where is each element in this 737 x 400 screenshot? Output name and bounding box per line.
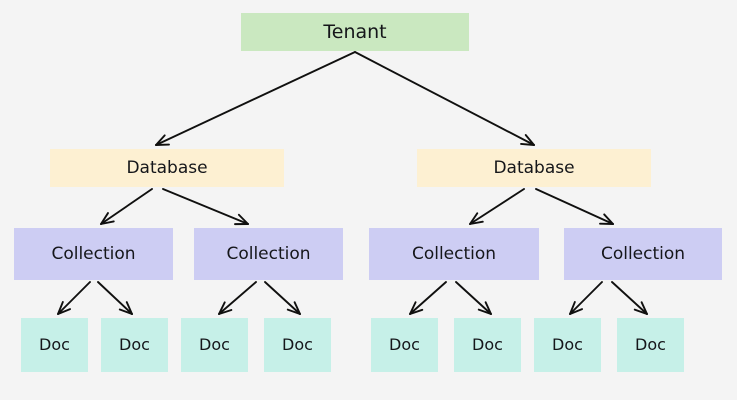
- node-collection-3-label: Collection: [600, 243, 686, 264]
- node-doc-6-label: Doc: [552, 335, 583, 354]
- node-doc-7[interactable]: Doc: [617, 318, 684, 372]
- node-collection-1[interactable]: Collection: [194, 228, 343, 280]
- node-database-0-label: Database: [126, 157, 208, 178]
- node-doc-0[interactable]: Doc: [21, 318, 88, 372]
- node-collection-3[interactable]: Collection: [564, 228, 722, 280]
- node-tenant-label: Tenant: [323, 20, 387, 43]
- edge-database-1-to-collection-2: [469, 188, 525, 225]
- node-doc-7-label: Doc: [635, 335, 666, 354]
- node-database-0[interactable]: Database: [50, 149, 284, 187]
- node-database-1[interactable]: Database: [417, 149, 651, 187]
- node-doc-3[interactable]: Doc: [264, 318, 331, 372]
- node-collection-1-label: Collection: [226, 243, 311, 264]
- edge-database-0-to-collection-1: [162, 188, 249, 226]
- node-doc-4-label: Doc: [389, 335, 420, 354]
- node-doc-4[interactable]: Doc: [371, 318, 438, 372]
- edge-collection-0-to-doc-0: [57, 281, 91, 315]
- node-collection-2-label: Collection: [411, 243, 497, 264]
- node-doc-3-label: Doc: [282, 335, 313, 354]
- node-doc-1[interactable]: Doc: [101, 318, 168, 372]
- node-doc-2-label: Doc: [199, 335, 230, 354]
- node-doc-5[interactable]: Doc: [454, 318, 521, 372]
- edge-collection-1-to-doc-3: [264, 281, 301, 315]
- node-database-1-label: Database: [493, 157, 575, 178]
- edge-collection-0-to-doc-1: [97, 281, 133, 315]
- node-doc-5-label: Doc: [472, 335, 503, 354]
- node-collection-0-label: Collection: [51, 243, 136, 264]
- node-tenant[interactable]: Tenant: [241, 13, 469, 51]
- edge-tenant-to-database-0: [155, 51, 356, 146]
- node-collection-0[interactable]: Collection: [14, 228, 173, 280]
- edge-tenant-to-database-1: [354, 51, 535, 146]
- node-doc-6[interactable]: Doc: [534, 318, 601, 372]
- edge-collection-2-to-doc-5: [455, 281, 492, 315]
- node-collection-2[interactable]: Collection: [369, 228, 539, 280]
- edge-database-0-to-collection-0: [100, 188, 153, 225]
- edge-collection-3-to-doc-7: [611, 281, 648, 315]
- node-doc-1-label: Doc: [119, 335, 150, 354]
- edge-collection-3-to-doc-6: [569, 281, 603, 315]
- edge-collection-1-to-doc-2: [218, 281, 257, 315]
- node-doc-0-label: Doc: [39, 335, 70, 354]
- edge-database-1-to-collection-3: [535, 188, 614, 225]
- edge-collection-2-to-doc-4: [409, 281, 447, 315]
- node-doc-2[interactable]: Doc: [181, 318, 248, 372]
